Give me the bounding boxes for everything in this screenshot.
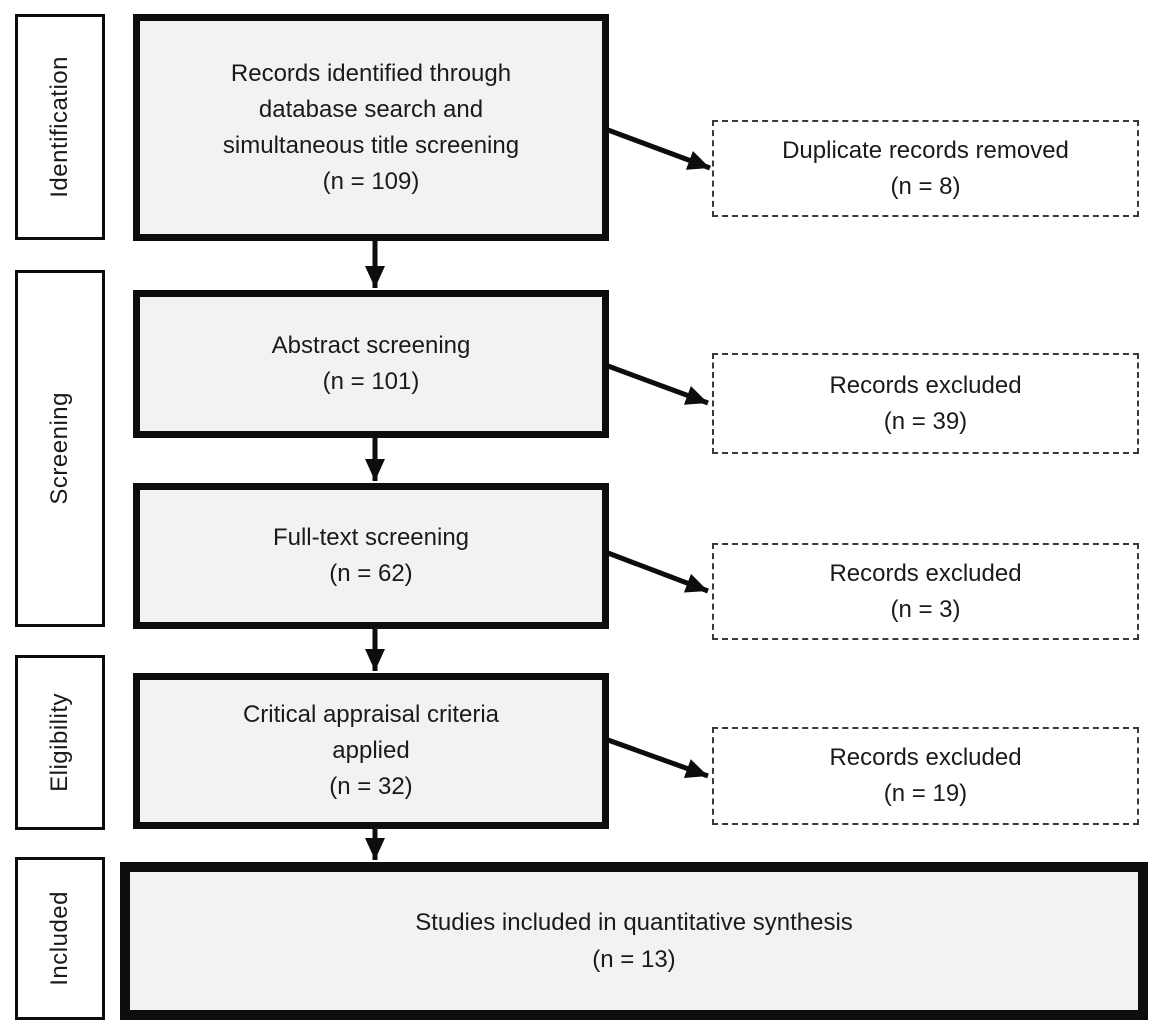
box-records-excluded-fulltext: Records excluded (n = 3) (712, 543, 1139, 640)
box-duplicates-removed: Duplicate records removed (n = 8) (712, 120, 1139, 217)
stage-label-included: Included (15, 857, 105, 1020)
box-count: (n = 3) (890, 595, 961, 623)
box-count: (n = 32) (329, 773, 413, 800)
box-count: (n = 13) (592, 946, 676, 973)
box-records-identified: Records identified through database sear… (133, 14, 609, 241)
box-text: Studies included in quantitative synthes… (415, 904, 853, 978)
box-count: (n = 101) (322, 368, 420, 395)
box-text-line: Duplicate records removed (782, 136, 1069, 164)
box-text-line: Records identified through (230, 59, 512, 87)
arrow-identified-to-duplicates (607, 127, 711, 171)
stage-label-text: Identification (46, 56, 73, 198)
box-text-line: applied (332, 737, 410, 764)
box-text-line: Records excluded (829, 371, 1022, 399)
stage-label-text: Screening (46, 392, 73, 505)
arrow-abstract-to-excluded (607, 363, 709, 406)
box-records-excluded-appraisal: Records excluded (n = 19) (712, 727, 1139, 825)
box-text-line: Full-text screening (272, 524, 470, 551)
box-abstract-screening: Abstract screening (n = 101) (133, 290, 609, 438)
stage-label-eligibility: Eligibility (15, 655, 105, 830)
box-text: Records excluded (n = 39) (829, 368, 1021, 440)
box-text: Records excluded (n = 3) (829, 556, 1021, 628)
box-fulltext-screening: Full-text screening (n = 62) (133, 483, 609, 629)
box-critical-appraisal: Critical appraisal criteria applied (n =… (133, 673, 609, 829)
box-text-line: Records excluded (829, 744, 1022, 771)
box-text-line: database search and (258, 95, 484, 123)
stage-label-text: Included (46, 891, 73, 986)
arrow-fulltext-to-excluded (607, 550, 709, 594)
box-text-line: Studies included in quantitative synthes… (415, 908, 853, 936)
box-text: Records excluded (n = 19) (829, 740, 1021, 812)
stage-label-screening: Screening (15, 270, 105, 627)
box-text: Records identified through database sear… (223, 56, 519, 200)
box-count: (n = 109) (322, 167, 420, 195)
box-text: Duplicate records removed (n = 8) (782, 133, 1069, 205)
arrow-appraisal-to-excluded (607, 737, 709, 779)
box-count: (n = 8) (890, 172, 961, 200)
box-text-line: Abstract screening (271, 332, 471, 359)
box-text: Full-text screening (n = 62) (273, 520, 469, 592)
box-count: (n = 62) (329, 560, 413, 587)
box-text: Critical appraisal criteria applied (n =… (243, 697, 499, 805)
stage-label-identification: Identification (15, 14, 105, 240)
box-records-excluded-abstract: Records excluded (n = 39) (712, 353, 1139, 454)
box-studies-included: Studies included in quantitative synthes… (120, 862, 1148, 1020)
stage-label-text: Eligibility (46, 693, 73, 792)
box-text-line: Critical appraisal criteria (242, 701, 500, 728)
box-text-line: simultaneous title screening (222, 131, 520, 159)
box-text-line: Records excluded (829, 559, 1022, 587)
box-text: Abstract screening (n = 101) (272, 328, 471, 400)
box-count: (n = 39) (883, 407, 968, 435)
box-count: (n = 19) (883, 780, 968, 807)
